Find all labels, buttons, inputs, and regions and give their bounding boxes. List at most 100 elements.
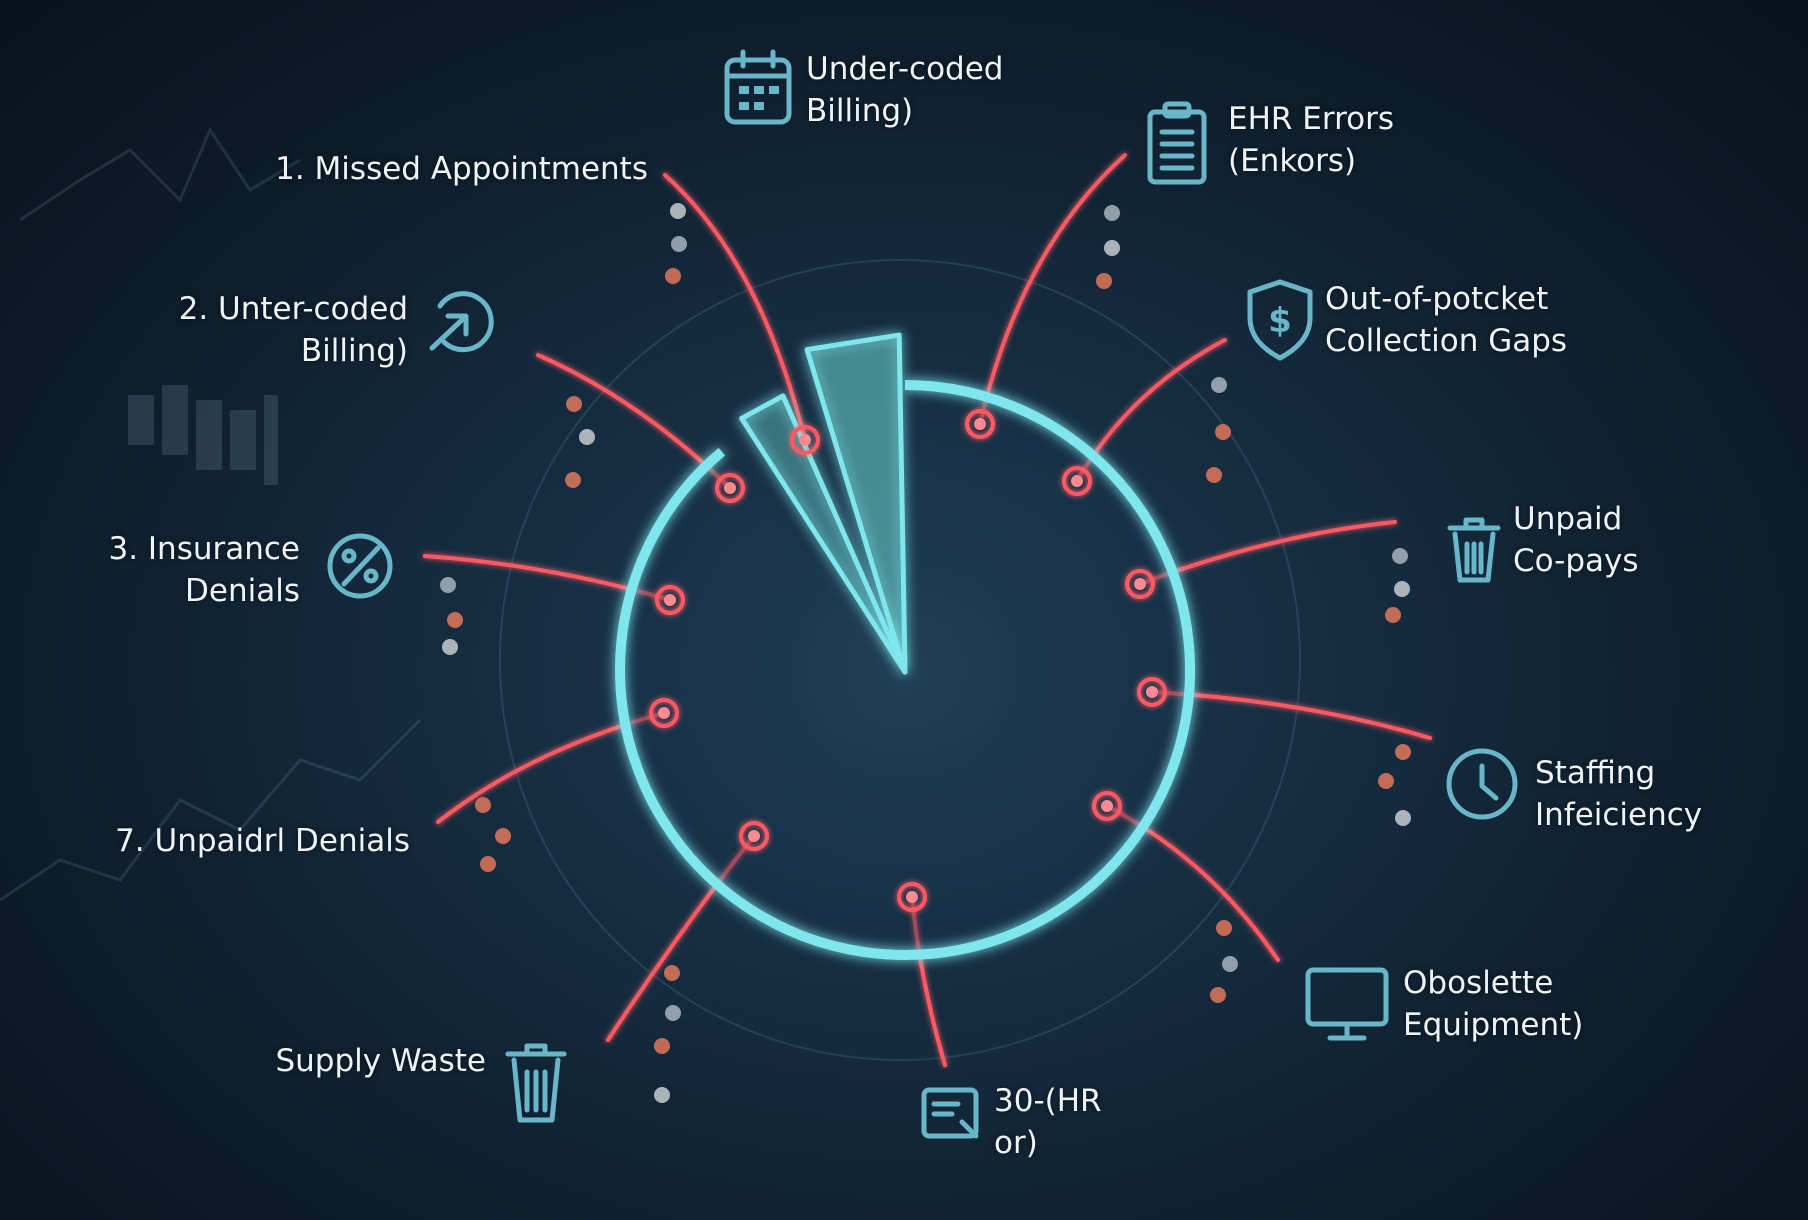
label-line: 3. Insurance bbox=[108, 531, 300, 567]
connector-markers bbox=[649, 409, 1167, 912]
trail-dot bbox=[1211, 377, 1227, 393]
connector-marker-core bbox=[1101, 800, 1113, 812]
dot-trails bbox=[440, 203, 1411, 1103]
shield-dollar-icon: $ bbox=[1247, 279, 1313, 361]
connector-marker bbox=[1125, 569, 1155, 599]
connector-line bbox=[663, 173, 807, 442]
label-insurance-denials: 3. Insurance Denials bbox=[108, 528, 300, 612]
connector-marker-core bbox=[906, 891, 918, 903]
label-line: EHR Errors bbox=[1228, 101, 1395, 137]
refresh-arrow-icon bbox=[429, 291, 494, 353]
trash-icon bbox=[505, 1043, 567, 1123]
trail-dot bbox=[1206, 467, 1222, 483]
background-bars bbox=[128, 385, 278, 485]
label-unpaid-denials: 7. Unpaidrl Denials bbox=[115, 820, 410, 862]
trail-dot bbox=[565, 472, 581, 488]
label-obsolete-equipment: Oboslette Equipment) bbox=[1403, 962, 1583, 1046]
label-out-of-pocket: Out-of-potcket Collection Gaps bbox=[1325, 278, 1567, 362]
connector-marker-core bbox=[1146, 686, 1158, 698]
label-line: Unpaid bbox=[1513, 501, 1623, 537]
trail-dot bbox=[442, 639, 458, 655]
trail-dot bbox=[440, 577, 456, 593]
connector-marker bbox=[897, 882, 927, 912]
trail-dot bbox=[1215, 424, 1231, 440]
trail-dot bbox=[654, 1087, 670, 1103]
background-trend-line bbox=[0, 126, 422, 902]
trail-dot bbox=[1395, 810, 1411, 826]
label-missed-appointments: 1. Missed Appointments bbox=[275, 148, 648, 190]
ring-outline bbox=[615, 380, 1195, 960]
trail-dot bbox=[480, 856, 496, 872]
connector-marker bbox=[715, 473, 745, 503]
label-line: Infeiciency bbox=[1535, 797, 1703, 833]
label-line: (Enkors) bbox=[1228, 143, 1357, 179]
label-line: Co-pays bbox=[1513, 543, 1639, 579]
trail-dot bbox=[665, 268, 681, 284]
trail-dot bbox=[670, 203, 686, 219]
trail-dot bbox=[566, 396, 582, 412]
icons: $ bbox=[327, 49, 1518, 1139]
trail-dot bbox=[495, 828, 511, 844]
label-unpaid-copays: Unpaid Co-pays bbox=[1513, 498, 1639, 582]
calendar-icon bbox=[724, 49, 792, 125]
trail-dot bbox=[1104, 240, 1120, 256]
label-line: 7. Unpaidrl Denials bbox=[115, 823, 410, 859]
trail-dot bbox=[475, 797, 491, 813]
connector-marker bbox=[655, 585, 685, 615]
trail-dot bbox=[665, 1005, 681, 1021]
leak-wedges bbox=[739, 332, 908, 675]
svg-text:$: $ bbox=[1268, 301, 1292, 341]
background-outer-arc bbox=[499, 259, 1301, 1061]
connector-marker bbox=[1062, 466, 1092, 496]
label-line: Out-of-potcket bbox=[1325, 281, 1549, 317]
connector-marker bbox=[790, 425, 820, 455]
trail-dot bbox=[1378, 773, 1394, 789]
label-line: 1. Missed Appointments bbox=[275, 151, 648, 187]
label-line: Denials bbox=[185, 573, 300, 609]
label-supply-waste: Supply Waste bbox=[275, 1040, 486, 1082]
clock-icon bbox=[1446, 748, 1518, 820]
wedge-large bbox=[804, 332, 908, 675]
label-top-under-coded: Under-coded Billing) bbox=[806, 48, 1003, 132]
connector-marker bbox=[739, 821, 769, 851]
trail-dot bbox=[1104, 205, 1120, 221]
connector-marker-core bbox=[974, 418, 986, 430]
trail-dot bbox=[671, 236, 687, 252]
label-under-coded-billing: 2. Unter-coded Billing) bbox=[179, 288, 408, 372]
label-line: or) bbox=[994, 1125, 1038, 1161]
connector-marker bbox=[1137, 677, 1167, 707]
label-staffing: Staffing Infeiciency bbox=[1535, 752, 1702, 836]
trail-dot bbox=[579, 429, 595, 445]
label-line: Under-coded bbox=[806, 51, 1004, 87]
trail-dot bbox=[1385, 607, 1401, 623]
trail-dot bbox=[1210, 987, 1226, 1003]
trash-icon bbox=[1447, 517, 1501, 583]
connector-marker-core bbox=[1071, 475, 1083, 487]
connector-marker-core bbox=[664, 594, 676, 606]
clipboard-icon bbox=[1147, 101, 1207, 185]
monitor-icon bbox=[1305, 967, 1389, 1041]
label-line: Oboslette bbox=[1403, 965, 1554, 1001]
document-icon bbox=[921, 1087, 979, 1139]
connector-marker-core bbox=[724, 482, 736, 494]
percent-badge-icon bbox=[327, 533, 393, 599]
connector-line bbox=[978, 153, 1127, 426]
trail-dot bbox=[654, 1038, 670, 1054]
connector-marker bbox=[1092, 791, 1122, 821]
label-bottom-ehr: 30-(HR or) bbox=[994, 1080, 1102, 1164]
label-ehr-errors: EHR Errors (Enkors) bbox=[1228, 98, 1394, 182]
label-line: Staffing bbox=[1535, 755, 1656, 791]
connector-marker-core bbox=[748, 830, 760, 842]
connector-line bbox=[1150, 690, 1432, 740]
label-line: Collection Gaps bbox=[1325, 323, 1568, 359]
connector-marker-core bbox=[658, 707, 670, 719]
connector-marker bbox=[649, 698, 679, 728]
connector-marker-core bbox=[1134, 578, 1146, 590]
label-line: Supply Waste bbox=[275, 1043, 486, 1079]
trail-dot bbox=[1222, 956, 1238, 972]
label-line: Billing) bbox=[300, 333, 408, 369]
trail-dot bbox=[1392, 548, 1408, 564]
trail-dot bbox=[1395, 744, 1411, 760]
label-line: 30-(HR bbox=[994, 1083, 1102, 1119]
